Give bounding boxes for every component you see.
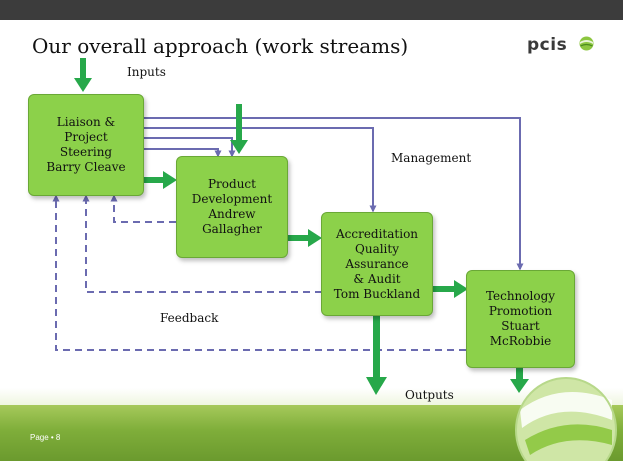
decorative-swirl — [515, 377, 617, 461]
page-number: Page • 8 — [30, 433, 61, 442]
technology-box: Technology Promotion Stuart McRobbie — [466, 270, 575, 368]
logo-globe-icon — [579, 36, 594, 51]
product-text: Product Development Andrew Gallagher — [191, 177, 273, 236]
product-box: Product Development Andrew Gallagher — [176, 156, 288, 258]
outputs-label: Outputs — [405, 388, 454, 402]
liaison-box: Liaison & Project Steering Barry Cleave — [28, 94, 144, 196]
management-label: Management — [391, 151, 472, 165]
feedback-lines — [52, 194, 466, 351]
green-arrows — [74, 58, 529, 395]
footer-fade — [0, 388, 623, 408]
management-lines — [143, 117, 524, 271]
accreditation-box: Accreditation Quality Assurance & Audit … — [321, 212, 433, 316]
top-bar — [0, 0, 623, 20]
pcis-logo: pcis — [527, 35, 568, 55]
inputs-label: Inputs — [127, 65, 166, 79]
accreditation-text: Accreditation Quality Assurance & Audit … — [333, 226, 421, 301]
liaison-text: Liaison & Project Steering Barry Cleave — [46, 115, 126, 174]
slide-title: Our overall approach (work streams) — [32, 34, 409, 58]
technology-text: Technology Promotion Stuart McRobbie — [485, 289, 556, 348]
feedback-label: Feedback — [160, 311, 219, 325]
